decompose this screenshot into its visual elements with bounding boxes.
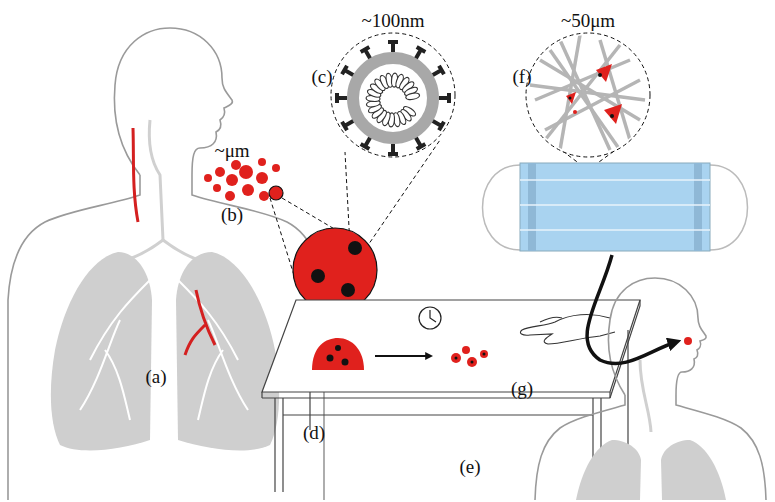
spike-protein: [388, 144, 398, 154]
callout-label: (f): [513, 67, 532, 86]
spike-protein: [361, 47, 370, 58]
spike-protein: [416, 138, 425, 149]
mask: [483, 163, 748, 251]
airway-right: [640, 360, 651, 432]
callout-label: (d): [303, 423, 325, 442]
callout-label: ~μm: [214, 141, 249, 160]
mask-fiber: [600, 40, 630, 140]
spike-protein: [388, 42, 398, 52]
surface-droplet: [312, 307, 488, 370]
spike-protein: [433, 121, 444, 130]
fiber-zoom: [526, 33, 650, 157]
callout-label: ~50μm: [561, 11, 615, 30]
inhaled-droplet: [684, 337, 692, 345]
spike-protein: [416, 47, 425, 58]
spike-protein: [361, 138, 370, 149]
inhalation-arrow: [587, 255, 676, 364]
lungs-left: [51, 252, 279, 450]
spike-protein: [342, 66, 353, 75]
spike-protein: [433, 66, 444, 75]
hand: [520, 315, 615, 344]
droplets: [204, 158, 283, 201]
callout-label: (a): [145, 367, 166, 386]
callout-label: (b): [221, 205, 243, 224]
callout-label: (c): [311, 67, 332, 86]
person-right: [535, 278, 766, 500]
spike-protein: [439, 93, 449, 103]
spike-protein: [342, 121, 353, 130]
bronchi-left: [80, 280, 248, 420]
spike-protein: [337, 93, 347, 103]
mask-fiber: [540, 60, 640, 120]
rna-coil: [405, 92, 420, 100]
mask-fiber: [560, 40, 610, 150]
table: [262, 300, 640, 492]
mask-fiber: [545, 80, 640, 130]
callout-label: (g): [511, 379, 533, 398]
airway-left: [120, 120, 205, 262]
person-left: [8, 28, 324, 500]
lungs-right: [576, 440, 726, 500]
callout-label: (e): [459, 457, 480, 476]
callout-label: ~100nm: [361, 11, 424, 30]
virus-zoom: [331, 33, 455, 157]
mask-fiber: [560, 35, 580, 150]
infection-throat: [133, 128, 138, 222]
infection-lung: [185, 290, 215, 355]
